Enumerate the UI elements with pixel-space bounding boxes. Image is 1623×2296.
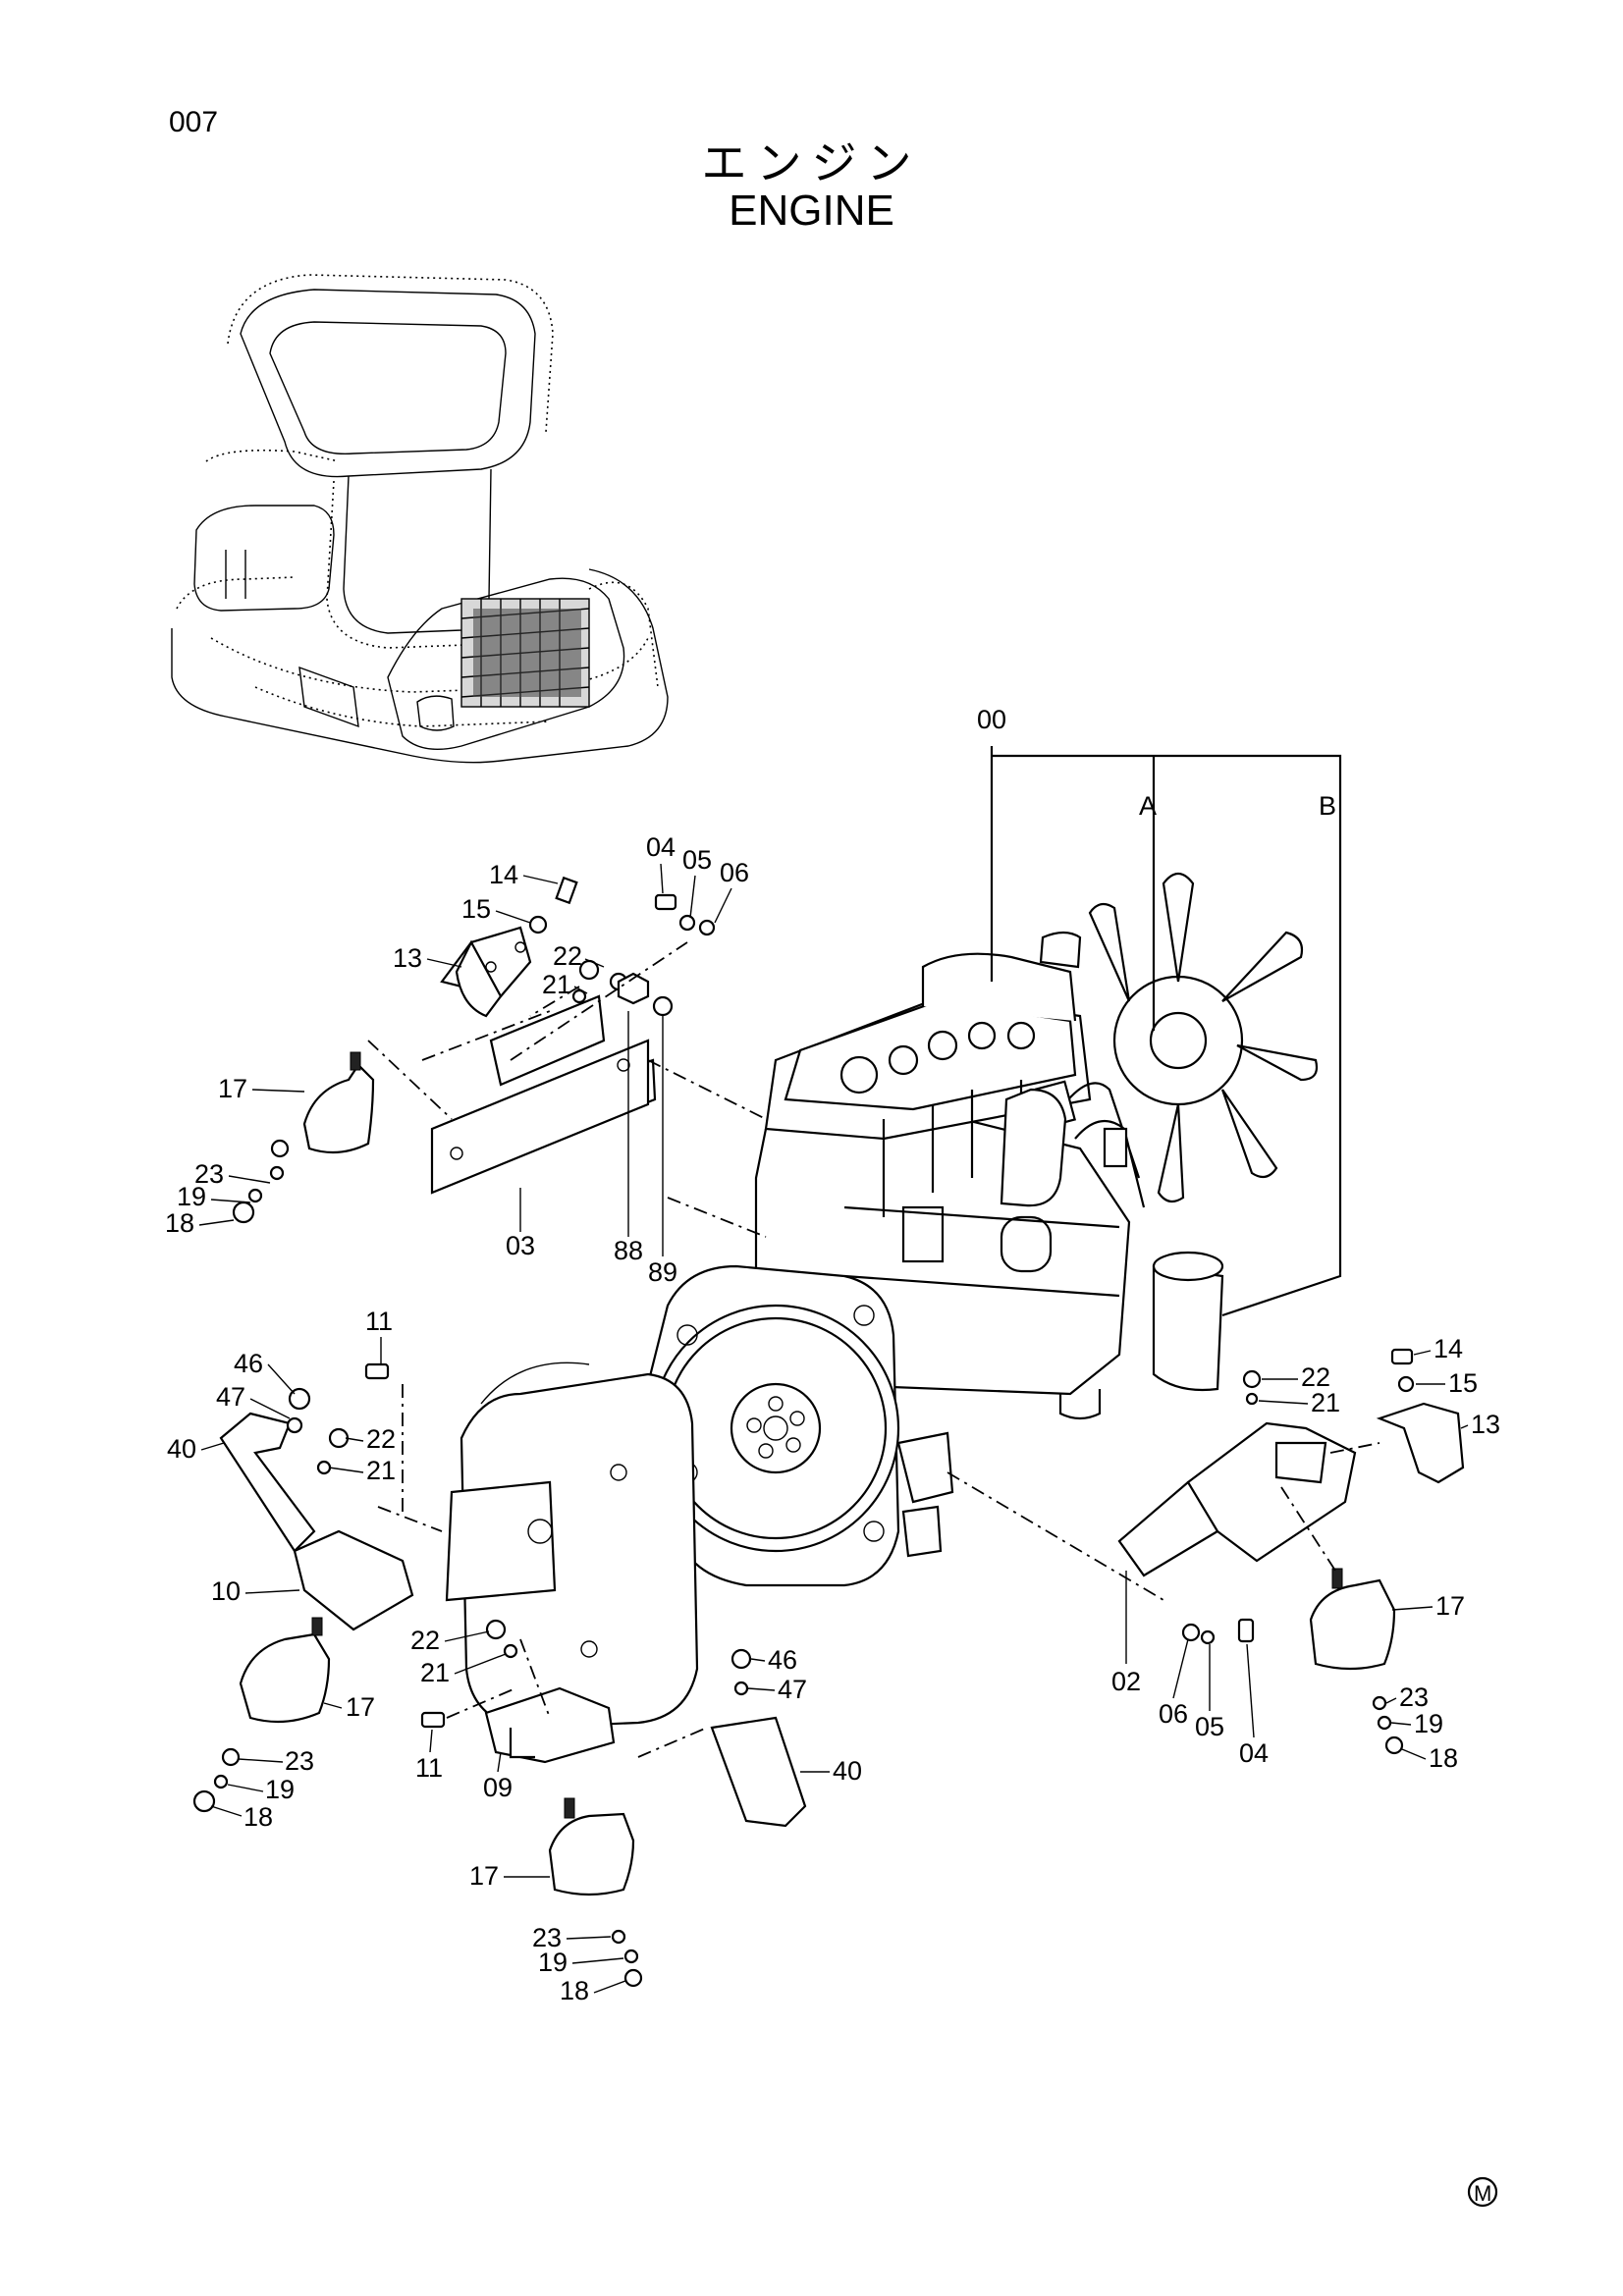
callout-04-bottom: 04	[1239, 1738, 1269, 1768]
callout-13-right: 13	[1471, 1410, 1500, 1439]
callout-19-b: 19	[265, 1775, 295, 1804]
title-english: ENGINE	[729, 187, 894, 235]
callout-17-b: 17	[346, 1692, 375, 1722]
upper-left-mount-group	[232, 876, 767, 1238]
engine-assembly	[646, 872, 1319, 1587]
callout-18-b: 18	[243, 1802, 273, 1832]
callout-17-c: 17	[469, 1861, 499, 1891]
callout-19-d: 19	[1414, 1709, 1443, 1738]
callout-21-mid: 21	[366, 1456, 396, 1485]
cooling-fan	[1088, 872, 1319, 1203]
callout-00: 00	[977, 705, 1006, 734]
callout-14-top: 14	[489, 860, 518, 889]
callout-21-top: 21	[542, 970, 571, 999]
page-number: 007	[169, 106, 219, 138]
callout-22-top: 22	[553, 941, 582, 971]
callout-40-b: 40	[833, 1756, 862, 1786]
assembly-leaders	[990, 746, 1342, 1317]
callout-17-d: 17	[1435, 1591, 1465, 1621]
callout-22-low: 22	[410, 1626, 440, 1655]
callout-11-b: 11	[415, 1753, 443, 1783]
callout-14-right: 14	[1434, 1334, 1463, 1363]
callout-09: 09	[483, 1773, 513, 1802]
callout-03: 03	[506, 1231, 535, 1260]
callout-88: 88	[614, 1236, 643, 1265]
callout-23-d: 23	[1399, 1682, 1429, 1712]
callout-19-c: 19	[538, 1948, 568, 1977]
callout-15-right: 15	[1448, 1368, 1478, 1398]
callout-17-a: 17	[218, 1074, 247, 1103]
callout-19-a: 19	[177, 1182, 206, 1211]
callout-18-a: 18	[165, 1208, 194, 1238]
callout-18-c: 18	[560, 1976, 589, 2005]
right-mount-group	[947, 1348, 1465, 1755]
svg-text:M: M	[1474, 2181, 1491, 2206]
callout-21-low: 21	[420, 1658, 450, 1687]
callout-23-c: 23	[532, 1923, 562, 1952]
callout-06-bottom: 06	[1159, 1699, 1188, 1729]
callout-B: B	[1319, 791, 1336, 821]
callout-46-a: 46	[234, 1349, 263, 1378]
callout-47-a: 47	[216, 1382, 245, 1412]
lower-left-mount-group	[192, 1362, 807, 1988]
callout-02: 02	[1111, 1667, 1141, 1696]
callout-89: 89	[648, 1257, 677, 1287]
callout-05-bottom: 05	[1195, 1712, 1224, 1741]
callout-labels: 00 A B 04 05 06 14 15 13 22 21 17 23 19 …	[165, 705, 1500, 2005]
callout-46-b: 46	[768, 1645, 797, 1675]
callout-21-right: 21	[1311, 1388, 1340, 1417]
callout-05-top: 05	[682, 845, 712, 875]
callout-10: 10	[211, 1576, 241, 1606]
callout-23-a: 23	[194, 1159, 224, 1189]
callout-40-a: 40	[167, 1434, 196, 1464]
callout-04-top: 04	[646, 832, 676, 862]
callout-47-b: 47	[778, 1675, 807, 1704]
title-japanese: エンジン	[701, 136, 922, 189]
callout-22-right: 22	[1301, 1362, 1330, 1392]
callout-11-a: 11	[365, 1307, 393, 1336]
callout-23-b: 23	[285, 1746, 314, 1776]
callout-18-d: 18	[1429, 1743, 1458, 1773]
callout-A: A	[1139, 791, 1157, 821]
callout-22-mid: 22	[366, 1424, 396, 1454]
machine-overview-illustration	[171, 274, 669, 764]
manufacturer-mark: M	[1467, 2176, 1498, 2208]
callout-06-top: 06	[720, 858, 749, 887]
callout-13-top: 13	[393, 943, 422, 973]
callout-15-top: 15	[461, 894, 491, 924]
